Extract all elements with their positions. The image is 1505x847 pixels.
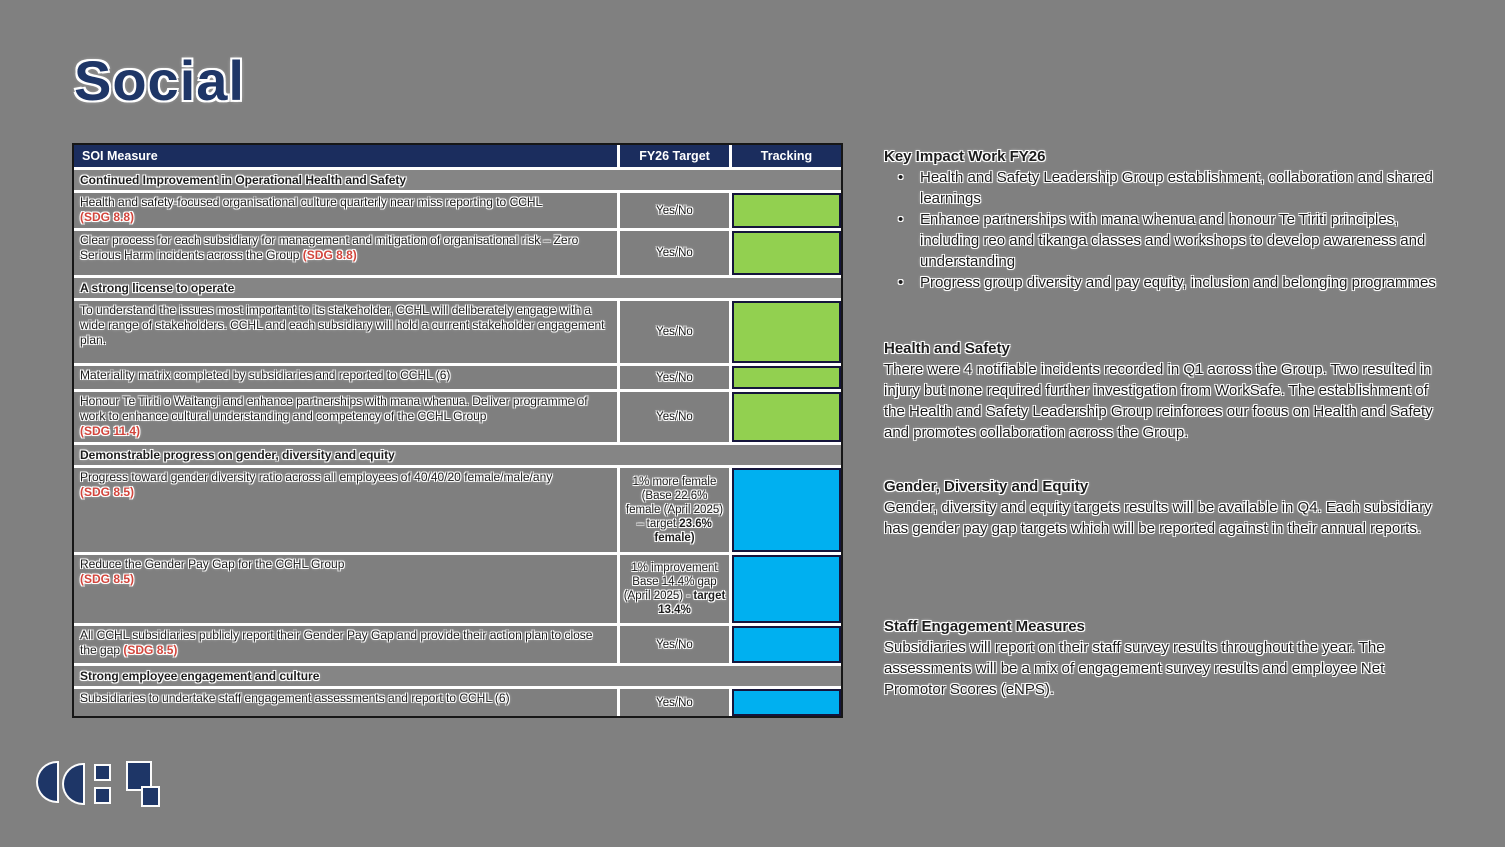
logo-l-square [128, 763, 150, 789]
tracking-status-cell [732, 626, 841, 663]
measure-description: Health and safety-focused organisational… [80, 195, 543, 209]
section-row: Continued Improvement in Operational Hea… [74, 170, 841, 190]
target-text: 1% more female (Base 22.6% female (April… [625, 476, 724, 530]
sdg-tag: (SDG 8.5) [80, 485, 135, 499]
bullet-item: Progress group diversity and pay equity,… [884, 272, 1440, 293]
target-value: 1% more female (Base 22.6% female (April… [620, 468, 729, 552]
table-row: Honour Te Tiriti o Waitangi and enhance … [74, 392, 841, 442]
target-text-bold: 23.6% female) [654, 518, 712, 544]
section-row: Strong employee engagement and culture [74, 666, 841, 686]
measure-text: To understand the issues most important … [74, 301, 617, 363]
key-impact-bullet-list: Health and Safety Leadership Group estab… [884, 167, 1440, 293]
bullet-item: Enhance partnerships with mana whenua an… [884, 209, 1440, 272]
table-row: All CCHL subsidiaries publicly report th… [74, 626, 841, 663]
section-row: Demonstrable progress on gender, diversi… [74, 445, 841, 465]
section-heading: Staff Engagement Measures [884, 618, 1085, 635]
sdg-tag: (SDG 11.4) [80, 424, 141, 438]
section-header: Demonstrable progress on gender, diversi… [74, 445, 841, 465]
staff-engagement-section: Staff Engagement Measures Subsidiaries w… [884, 616, 1440, 700]
sdg-tag: (SDG 8.8) [302, 248, 357, 262]
target-text-bold: target 13.4% [658, 590, 726, 616]
measure-description: Progress toward gender diversity ratio a… [80, 470, 553, 484]
target-value: Yes/No [620, 366, 729, 389]
logo-c-shape [38, 763, 57, 801]
measure-text: All CCHL subsidiaries publicly report th… [74, 626, 617, 663]
measure-description: Honour Te Tiriti o Waitangi and enhance … [80, 394, 588, 423]
table-row: Progress toward gender diversity ratio a… [74, 468, 841, 552]
logo-h-square [96, 766, 109, 779]
measure-description: Clear process for each subsidiary for ma… [80, 233, 579, 262]
target-text: 1% improvement Base 14.4% gap (April 202… [623, 562, 718, 602]
soi-measures-table: SOI Measure FY26 Target Tracking Continu… [72, 143, 843, 718]
measure-text: Materiality matrix completed by subsidia… [74, 366, 617, 389]
table-row: To understand the issues most important … [74, 301, 841, 363]
cchl-logo [38, 763, 168, 813]
section-row: A strong license to operate [74, 278, 841, 298]
table-row: Clear process for each subsidiary for ma… [74, 231, 841, 275]
bullet-item: Health and Safety Leadership Group estab… [884, 167, 1440, 209]
tracking-status-cell [732, 555, 841, 623]
section-header: A strong license to operate [74, 278, 841, 298]
table-row: Materiality matrix completed by subsidia… [74, 366, 841, 389]
column-header-tracking: Tracking [732, 145, 841, 167]
tracking-status-cell [732, 193, 841, 228]
target-value: Yes/No [620, 301, 729, 363]
target-value: Yes/No [620, 231, 729, 275]
section-heading: Key Impact Work FY26 [884, 148, 1046, 165]
gender-diversity-equity-section: Gender, Diversity and Equity Gender, div… [884, 476, 1440, 539]
column-header-soi-measure: SOI Measure [74, 145, 617, 167]
measure-text: Health and safety-focused organisational… [74, 193, 617, 228]
tracking-status-cell [732, 301, 841, 363]
section-body: Subsidiaries will report on their staff … [884, 639, 1385, 698]
section-body: Gender, diversity and equity targets res… [884, 499, 1432, 537]
section-header: Continued Improvement in Operational Hea… [74, 170, 841, 190]
measure-description: To understand the issues most important … [80, 303, 605, 347]
sdg-tag: (SDG 8.5) [123, 643, 178, 657]
column-header-fy26-target: FY26 Target [620, 145, 729, 167]
tracking-status-cell [732, 392, 841, 442]
tracking-status-cell [732, 689, 841, 716]
page-title: Social [74, 49, 245, 112]
target-value: Yes/No [620, 392, 729, 442]
section-body: There were 4 notifiable incidents record… [884, 361, 1433, 441]
tracking-status-cell [732, 366, 841, 389]
measure-text: Progress toward gender diversity ratio a… [74, 468, 617, 552]
health-and-safety-section: Health and Safety There were 4 notifiabl… [884, 338, 1440, 443]
target-value: Yes/No [620, 689, 729, 716]
measure-description: Subsidiaries to undertake staff engageme… [80, 691, 510, 705]
key-impact-work-section: Key Impact Work FY26 Health and Safety L… [884, 146, 1440, 293]
table-row: Reduce the Gender Pay Gap for the CCHL G… [74, 555, 841, 623]
table-row: Subsidiaries to undertake staff engageme… [74, 689, 841, 716]
table-header-row: SOI Measure FY26 Target Tracking [74, 145, 841, 167]
measure-text: Honour Te Tiriti o Waitangi and enhance … [74, 392, 617, 442]
measure-description: Reduce the Gender Pay Gap for the CCHL G… [80, 557, 345, 571]
tracking-status-cell [732, 231, 841, 275]
tracking-status-cell [732, 468, 841, 552]
measure-description: All CCHL subsidiaries publicly report th… [80, 628, 593, 657]
sdg-tag: (SDG 8.8) [80, 210, 135, 224]
section-header: Strong employee engagement and culture [74, 666, 841, 686]
measure-text: Reduce the Gender Pay Gap for the CCHL G… [74, 555, 617, 623]
measure-text: Clear process for each subsidiary for ma… [74, 231, 617, 275]
measure-description: Materiality matrix completed by subsidia… [80, 368, 451, 382]
target-value: 1% improvement Base 14.4% gap (April 202… [620, 555, 729, 623]
section-heading: Gender, Diversity and Equity [884, 478, 1089, 495]
measure-text: Subsidiaries to undertake staff engageme… [74, 689, 617, 716]
logo-h-square [96, 789, 109, 802]
table-row: Health and safety-focused organisational… [74, 193, 841, 228]
logo-l-square [143, 788, 158, 805]
logo-c-shape [64, 765, 83, 803]
sdg-tag: (SDG 8.5) [80, 572, 135, 586]
section-heading: Health and Safety [884, 340, 1010, 357]
target-value: Yes/No [620, 193, 729, 228]
target-value: Yes/No [620, 626, 729, 663]
